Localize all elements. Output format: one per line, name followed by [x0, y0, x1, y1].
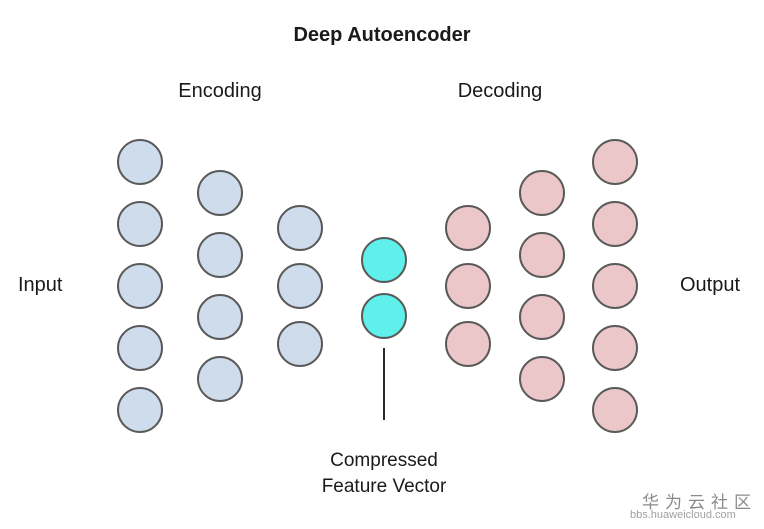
layer-3-encoder	[277, 205, 323, 367]
output-node	[592, 201, 638, 247]
compressed-feature-vector-label: Compressed Feature Vector	[284, 448, 484, 500]
layer-1-input	[117, 139, 163, 433]
decoder-node	[445, 321, 491, 367]
input-node	[117, 139, 163, 185]
compressed-label-line2: Feature Vector	[321, 476, 447, 497]
output-label: Output	[680, 274, 741, 296]
layer-6-decoder	[519, 170, 565, 402]
encoder-node	[197, 170, 243, 216]
encoder-node	[277, 321, 323, 367]
diagram-title: Deep Autoencoder	[293, 24, 471, 46]
layer-2-encoder	[197, 170, 243, 402]
layer-7-output	[592, 139, 638, 433]
layer-5-decoder	[445, 205, 491, 367]
decoder-node	[519, 232, 565, 278]
output-node	[592, 139, 638, 185]
output-node	[592, 263, 638, 309]
output-node	[592, 325, 638, 371]
input-label: Input	[18, 274, 63, 296]
encoder-node	[277, 205, 323, 251]
decoder-node	[445, 205, 491, 251]
decoding-label: Decoding	[457, 80, 543, 102]
output-node	[592, 387, 638, 433]
watermark-name: 华为云社区	[642, 493, 757, 512]
input-node	[117, 201, 163, 247]
bottleneck-node	[361, 293, 407, 339]
layer-4-bottleneck	[361, 237, 407, 339]
input-node	[117, 325, 163, 371]
decoder-node	[445, 263, 491, 309]
compressed-label-line1: Compressed	[330, 450, 438, 471]
decoder-node	[519, 294, 565, 340]
encoder-node	[197, 294, 243, 340]
encoder-node	[197, 356, 243, 402]
bottleneck-node	[361, 237, 407, 283]
input-node	[117, 263, 163, 309]
encoder-node	[197, 232, 243, 278]
encoding-label: Encoding	[178, 80, 262, 102]
watermark-url: bbs.huaweicloud.com	[630, 509, 736, 521]
input-node	[117, 387, 163, 433]
decoder-node	[519, 356, 565, 402]
decoder-node	[519, 170, 565, 216]
encoder-node	[277, 263, 323, 309]
